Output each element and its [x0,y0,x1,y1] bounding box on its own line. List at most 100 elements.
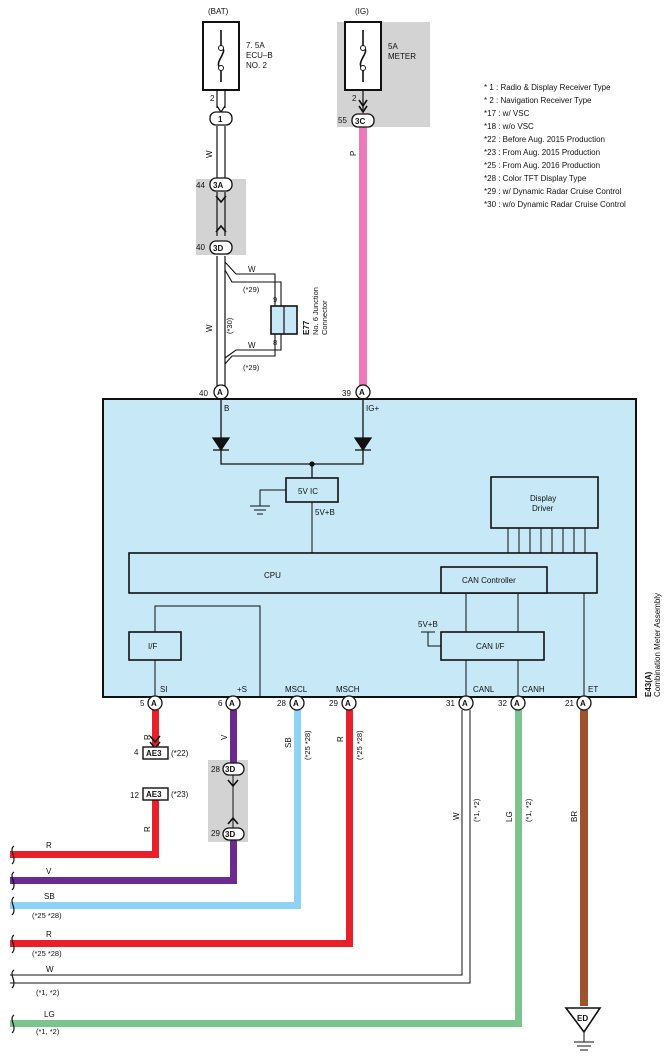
wire-si-red-2 [152,800,159,858]
svg-text:5: 5 [140,699,145,708]
svg-text:A: A [462,699,468,708]
connector-3c: 55 3C [338,113,375,128]
wire-out-r2 [10,940,353,947]
5v-ic-out: 5V+B [315,508,335,517]
wire-canh-note: (*1, *2) [524,798,533,822]
fuse-terminal-icon [360,45,366,51]
meter-name: Combination Meter Assembly [653,593,662,697]
jc-name2: Connector [320,300,329,335]
note-1: * 1 : Radio & Display Receiver Type [484,83,611,92]
5v-ic-label: 5V IC [298,487,318,496]
connector-ae3-a: 4 AE3 (*22) [134,746,189,760]
out-label-r2: R [46,930,52,939]
jc-pin-top: 9 [273,295,277,304]
ground-icon [250,489,286,515]
ig-wire-label: P [349,151,358,156]
bat-wire-label: W [205,150,214,158]
jc-name: No. 6 Junction [311,287,320,335]
pin-si: SI [160,685,168,694]
out-note-sb: (*25 *28) [32,911,62,920]
ig-fuse-l2: METER [388,52,416,61]
if-block [128,631,182,661]
wire-out-lg [10,1020,522,1027]
out-label-sb: SB [44,892,55,901]
wire-sb-note: (*25 *28) [303,730,312,760]
out-note-w: (*1, *2) [36,988,60,997]
svg-text:(*22): (*22) [171,749,189,758]
svg-text:32: 32 [498,699,507,708]
svg-text:A: A [359,388,365,397]
wire-si-label: R [143,734,152,740]
jc-note-bottom: (*29) [243,363,260,372]
svg-text:(*23): (*23) [171,790,189,799]
wire-msch-label: R [336,736,345,742]
wire-canl-white [10,710,471,984]
svg-text:29: 29 [211,829,220,838]
wire-msch-red [346,710,353,947]
note-9: *29 : w/ Dynamic Radar Cruise Control [484,187,622,196]
svg-text:A: A [217,388,223,397]
can-if-supply: 5V+B [418,620,438,629]
jc-wire-top: W [248,265,256,274]
ig-wire-pink [359,126,367,388]
wire-msch-note: (*25 *28) [355,730,364,760]
pin-mscl: MSCL [285,685,308,694]
svg-text:AE3: AE3 [146,790,162,799]
pin-msch: MSCH [336,685,360,694]
note-5: *22 : Before Aug. 2015 Production [484,135,605,144]
out-label-v: V [46,867,52,876]
connector-3d-m2: 29 3D [211,827,245,841]
connector-a39: 39 A [342,384,371,400]
bat-fuse-l3: NO. 2 [246,61,267,70]
pin-s: +S [237,685,247,694]
wire-break-icons [11,845,15,1034]
wire-si-red [152,710,159,746]
note-4: *18 : w/o VSC [484,122,534,131]
junction-branch [224,261,282,365]
wire-mscl-skyblue [294,710,301,909]
if-label: I/F [148,642,157,651]
fuse-terminal-icon [218,45,224,51]
note-7: *25 : From Aug. 2016 Production [484,161,600,170]
bat-pin: 2 [210,94,215,103]
wire-canl-label: W [452,812,461,820]
wire-sb-label: SB [284,737,293,748]
svg-text:29: 29 [329,699,338,708]
ig-arrow-icon [358,99,368,114]
fuse-terminal-icon [360,65,366,71]
wire-et-label: BR [570,811,579,822]
note-10: *30 : w/o Dynamic Radar Cruise Control [484,200,626,209]
svg-text:3C: 3C [355,117,365,126]
jc-note-top: (*29) [243,285,260,294]
ig-pin: 2 [352,94,357,103]
svg-text:A: A [151,699,157,708]
svg-text:3D: 3D [225,765,235,774]
ig-label: (IG) [355,7,369,16]
can-controller-label: CAN Controller [462,576,516,585]
wire-s-violet [230,710,237,764]
svg-text:A: A [293,699,299,708]
out-label-w: W [46,965,54,974]
out-label-lg: LG [44,1010,55,1019]
pin-et: ET [588,685,598,694]
svg-text:3D: 3D [225,830,235,839]
svg-text:ED: ED [577,1014,588,1023]
pin-b-label: B [224,404,229,413]
display-driver [490,476,599,529]
w30-wire-label: W [205,324,214,332]
w30-note: (*30) [225,317,234,334]
pin-ig-label: IG+ [366,404,379,413]
svg-text:55: 55 [338,116,347,125]
diode-b-icon [211,437,231,452]
connector-a40: 40 A [199,384,229,400]
connector-3a: 44 3A [196,177,233,233]
svg-text:1: 1 [218,115,223,124]
svg-text:21: 21 [565,699,574,708]
note-2: * 2 : Navigation Receiver Type [484,96,592,105]
bat-label: (BAT) [208,7,229,16]
svg-text:28: 28 [211,765,220,774]
cpu-label: CPU [264,571,281,580]
svg-text:A: A [514,699,520,708]
connector-ae3-b: 12 AE3 (*23) [130,787,189,801]
